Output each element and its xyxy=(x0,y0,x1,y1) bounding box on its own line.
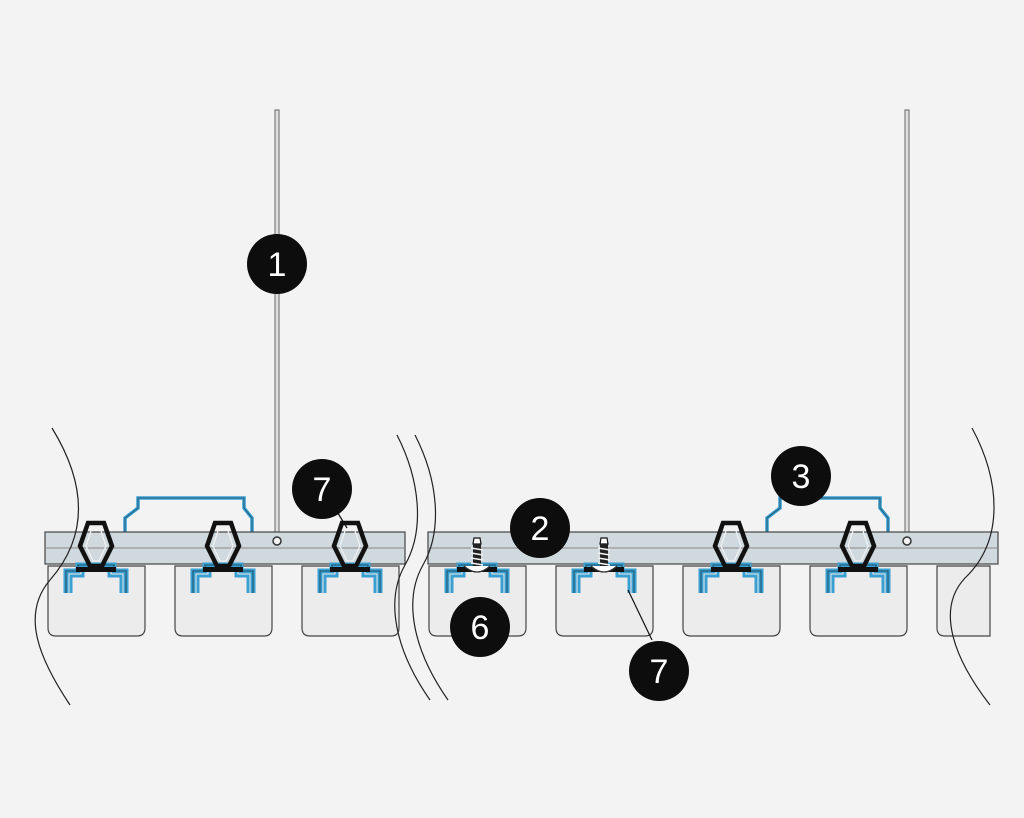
callout-3: 3 xyxy=(771,446,831,506)
panel-6 xyxy=(682,565,781,637)
callout-2: 2 xyxy=(510,498,570,558)
callout-1-label: 1 xyxy=(268,246,287,284)
panel-2 xyxy=(174,565,273,637)
panel-1 xyxy=(47,565,146,637)
panel-8-partial xyxy=(936,565,991,637)
callout-1: 1 xyxy=(247,234,307,294)
rod-fixing-right xyxy=(902,536,912,546)
callout-7-top: 7 xyxy=(292,459,352,519)
callout-7-bottom-label: 7 xyxy=(650,653,669,691)
panel-5 xyxy=(555,565,654,637)
panel-3 xyxy=(301,565,400,637)
screw-heads xyxy=(463,565,618,573)
callouts: 1 2 3 6 7 7 xyxy=(247,234,831,701)
callout-6-label: 6 xyxy=(471,609,490,647)
bridge-bracket-left-outline xyxy=(124,497,253,545)
panel-7 xyxy=(809,565,908,637)
suspension-rod-right xyxy=(904,109,910,541)
callout-2-label: 2 xyxy=(531,510,550,548)
suspension-rod-left xyxy=(274,109,280,541)
callout-6: 6 xyxy=(450,597,510,657)
leader-7b xyxy=(627,589,653,641)
bridge-brackets xyxy=(123,496,890,545)
ceiling-panels xyxy=(47,565,991,637)
rod-fixing-left xyxy=(272,536,282,546)
break-line-center-a xyxy=(394,434,431,701)
callout-7-top-label: 7 xyxy=(313,471,332,509)
bridge-bracket-right-outline xyxy=(766,497,889,545)
callout-7-bottom: 7 xyxy=(629,641,689,701)
break-line-right xyxy=(949,427,995,706)
break-lines xyxy=(34,427,995,706)
callout-3-label: 3 xyxy=(792,458,811,496)
break-line-left xyxy=(34,427,79,706)
break-line-center-b xyxy=(412,434,449,701)
